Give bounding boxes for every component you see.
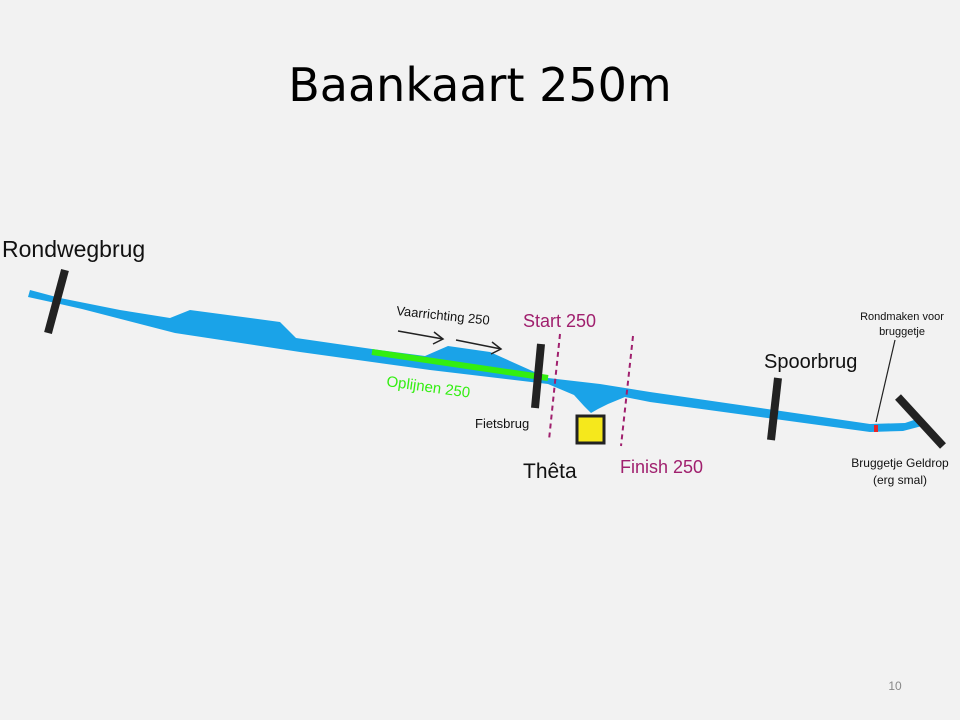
theta-building-icon <box>575 414 606 445</box>
page-number: 10 <box>888 679 902 693</box>
slide-title: Baankaart 250m <box>288 58 672 112</box>
oplijnen-section <box>371 349 549 381</box>
finish-line <box>620 335 634 447</box>
oplijnen-label: Oplijnen 250 <box>385 373 471 402</box>
direction-arrow-icon <box>455 339 503 355</box>
rondmaken-pointer <box>875 339 896 423</box>
bruggetje-geldrop-bridge <box>895 394 946 449</box>
start-label: Start 250 <box>523 311 596 331</box>
spoorbrug-label: Spoorbrug <box>764 351 857 373</box>
canal <box>28 290 922 432</box>
rondmaken-label-line2: bruggetje <box>879 326 925 338</box>
bruggetje-geldrop-label-line1: Bruggetje Geldrop <box>851 456 949 470</box>
direction-arrow-icon <box>397 330 445 345</box>
spoorbrug-bridge <box>767 377 782 441</box>
fietsbrug-label: Fietsbrug <box>475 416 529 431</box>
vaarrichting-label: Vaarrichting 250 <box>396 303 491 328</box>
bruggetje-geldrop-label-line2: (erg smal) <box>873 473 927 487</box>
rondwegbrug-bridge <box>44 268 69 335</box>
rondmaken-label-line1: Rondmaken voor <box>860 311 944 323</box>
finish-label: Finish 250 <box>620 457 703 477</box>
fietsbrug-bridge <box>531 343 545 409</box>
rondwegbrug-label: Rondwegbrug <box>2 236 145 262</box>
theta-label: Thêta <box>523 460 577 483</box>
